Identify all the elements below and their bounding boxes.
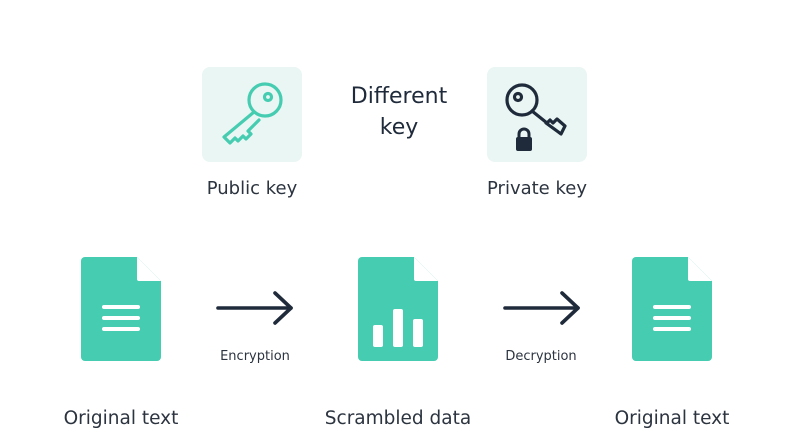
arrow-right-icon bbox=[216, 291, 293, 325]
original-text-label-2: Original text bbox=[614, 408, 730, 429]
scrambled-data-label: Scrambled data bbox=[324, 408, 472, 429]
private-key-label: Private key bbox=[487, 178, 587, 199]
key-lock-icon bbox=[505, 83, 567, 151]
original-text-label-1: Original text bbox=[63, 408, 179, 429]
middle-title-line2: key bbox=[379, 115, 419, 140]
document-chart-icon bbox=[358, 257, 438, 361]
lock-icon bbox=[516, 127, 532, 151]
middle-title: Different key bbox=[329, 81, 469, 143]
middle-title-line1: Different bbox=[350, 84, 448, 109]
private-key-tile bbox=[487, 67, 587, 162]
key-icon bbox=[222, 82, 283, 145]
document-lines-icon bbox=[81, 257, 161, 361]
encryption-label: Encryption bbox=[220, 349, 290, 364]
decryption-label: Decryption bbox=[505, 349, 577, 364]
document-lines-icon bbox=[632, 257, 712, 361]
arrow-right-icon bbox=[503, 291, 580, 325]
public-key-tile bbox=[202, 67, 302, 162]
public-key-label: Public key bbox=[206, 178, 298, 199]
